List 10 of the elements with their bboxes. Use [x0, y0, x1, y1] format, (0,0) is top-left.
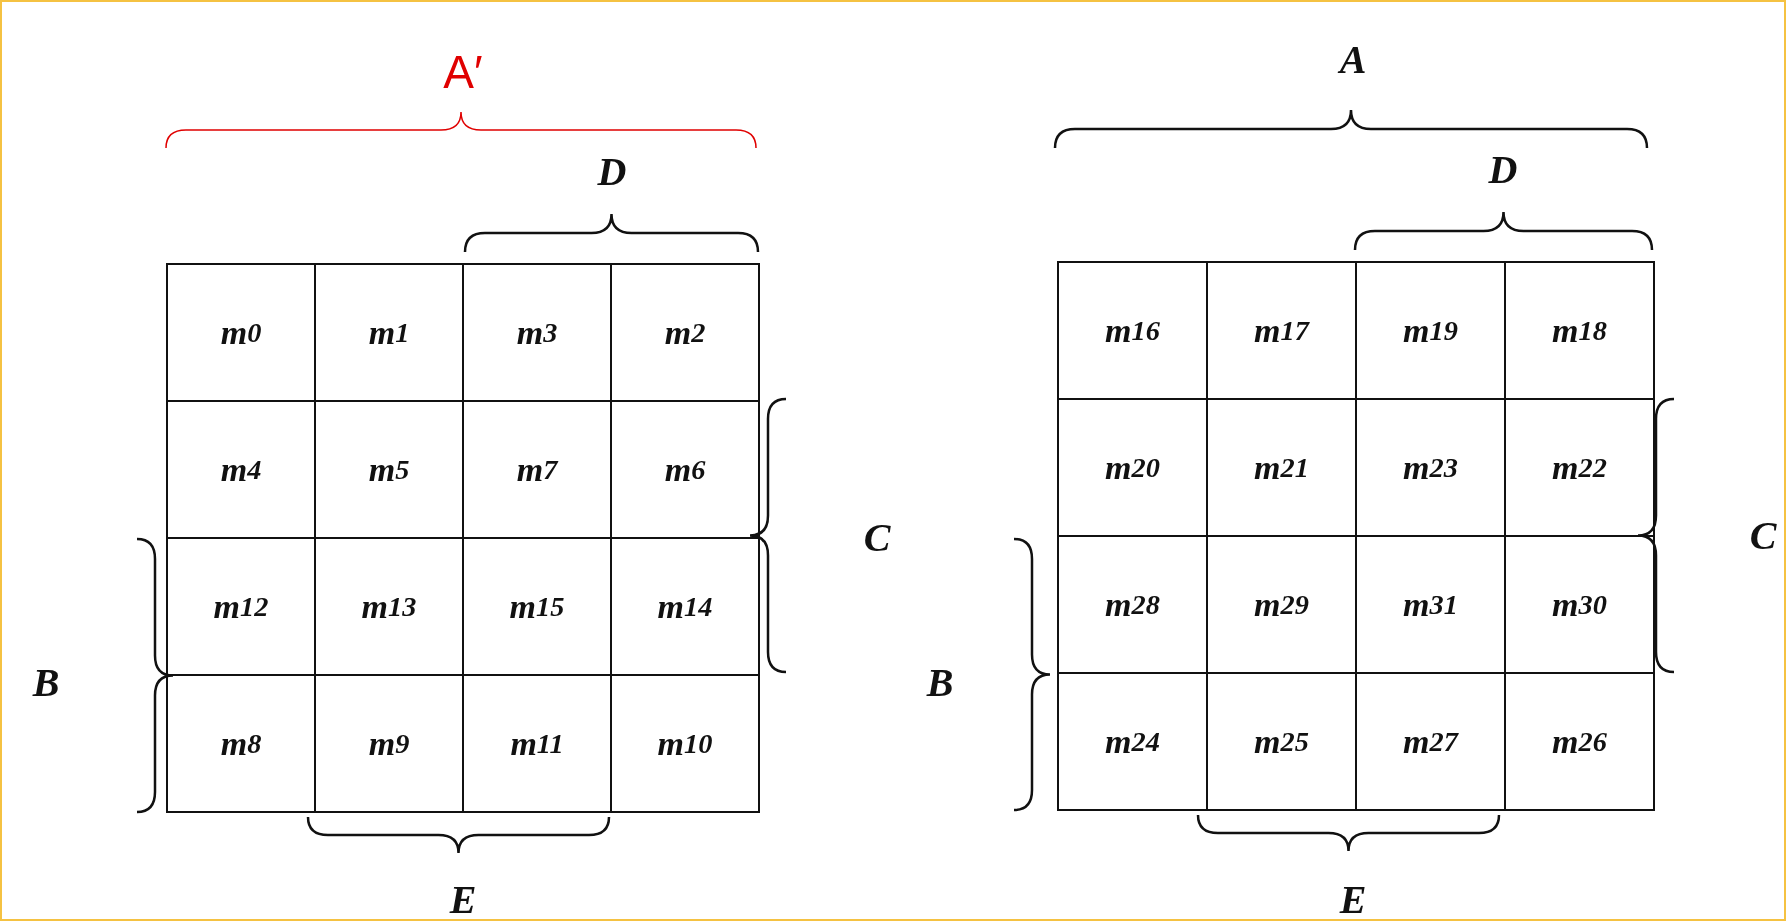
variable-label: D: [1488, 150, 1518, 190]
variable-label: A′: [443, 49, 483, 95]
variable-label: C: [1749, 516, 1777, 556]
variable-label: A: [1339, 40, 1367, 80]
variable-label: D: [597, 152, 627, 192]
variable-label: B: [926, 663, 954, 703]
variable-label: B: [32, 663, 60, 703]
variable-label: E: [1339, 880, 1367, 920]
variable-label: E: [449, 880, 477, 920]
variable-label: C: [863, 518, 891, 558]
